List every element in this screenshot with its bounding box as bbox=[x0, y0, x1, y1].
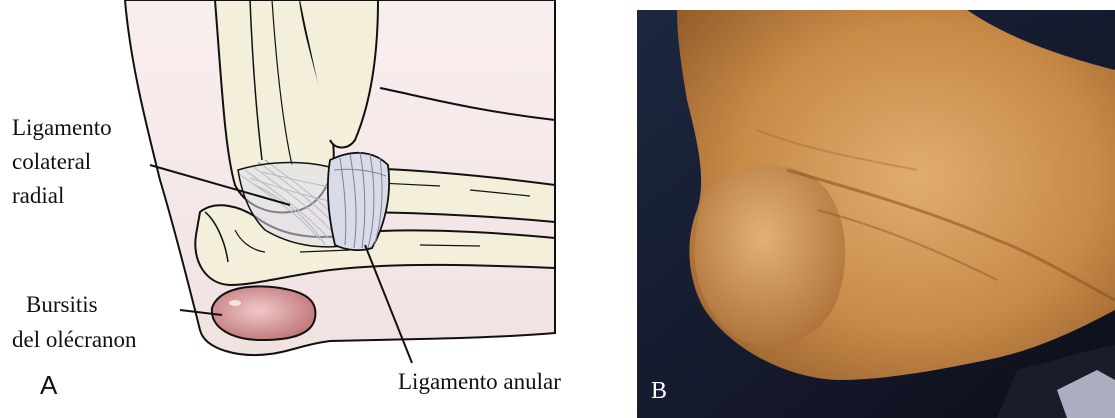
panel-letter-a: A bbox=[40, 370, 57, 401]
olecranon-bursa bbox=[212, 286, 316, 340]
label-annular-ligament: Ligamento anular bbox=[398, 367, 561, 397]
label-radial-collateral-line3: radial bbox=[12, 181, 64, 211]
clinical-photo bbox=[637, 10, 1115, 418]
elbow-illustration bbox=[0, 0, 620, 418]
panel-letter-b: B bbox=[651, 378, 667, 405]
label-bursitis-line2: del olécranon bbox=[12, 325, 137, 355]
label-radial-collateral-line2: colateral bbox=[12, 147, 91, 177]
photo-panel-b: B bbox=[637, 10, 1115, 418]
label-bursitis-line1: Bursitis bbox=[26, 290, 98, 320]
label-radial-collateral-line1: Ligamento bbox=[12, 113, 112, 143]
olecranon-swelling bbox=[695, 165, 845, 345]
illustration-panel-a: Ligamento colateral radial Bursitis del … bbox=[0, 0, 620, 418]
